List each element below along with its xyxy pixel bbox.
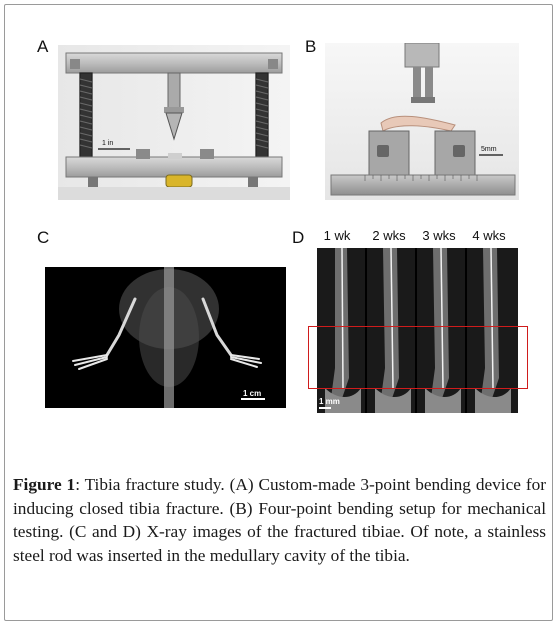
- panel-d-timepoint-4: 4 wks: [472, 228, 506, 243]
- panel-a-scale-label: 1 in: [102, 140, 113, 147]
- figure-caption-text: : Tibia fracture study. (A) Custom-made …: [13, 475, 546, 565]
- xray-column-4: [467, 248, 518, 413]
- panel-d-timepoint-2: 2 wks: [372, 228, 406, 243]
- panel-d-letter: D: [292, 228, 305, 247]
- panel-a-bending-device-photo: 1 in: [58, 45, 290, 200]
- panel-d-scale-label: 1 mm: [319, 397, 340, 406]
- panel-b-letter: B: [305, 37, 317, 56]
- panel-d-timepoint-3: 3 wks: [422, 228, 456, 243]
- xray-column-3: [417, 248, 465, 413]
- fracture-highlight-box: [308, 326, 528, 389]
- figure-caption: Figure 1: Tibia fracture study. (A) Cust…: [13, 473, 546, 567]
- panel-d-xray-series: 1 mm: [317, 248, 518, 413]
- panel-c-xray-image: 1 cm: [45, 267, 286, 408]
- panel-a-letter: A: [37, 37, 49, 56]
- figure-label: Figure 1: [13, 475, 76, 494]
- panel-c-letter: C: [37, 228, 50, 247]
- xray-column-1: [317, 248, 365, 413]
- xray-column-2: [367, 248, 415, 413]
- panel-d-timepoint-1: 1 wk: [323, 228, 351, 243]
- panel-b-four-point-setup-photo: 5mm: [325, 43, 519, 200]
- panel-c-scale-label: 1 cm: [243, 389, 261, 398]
- panel-b-scale-label: 5mm: [481, 146, 497, 153]
